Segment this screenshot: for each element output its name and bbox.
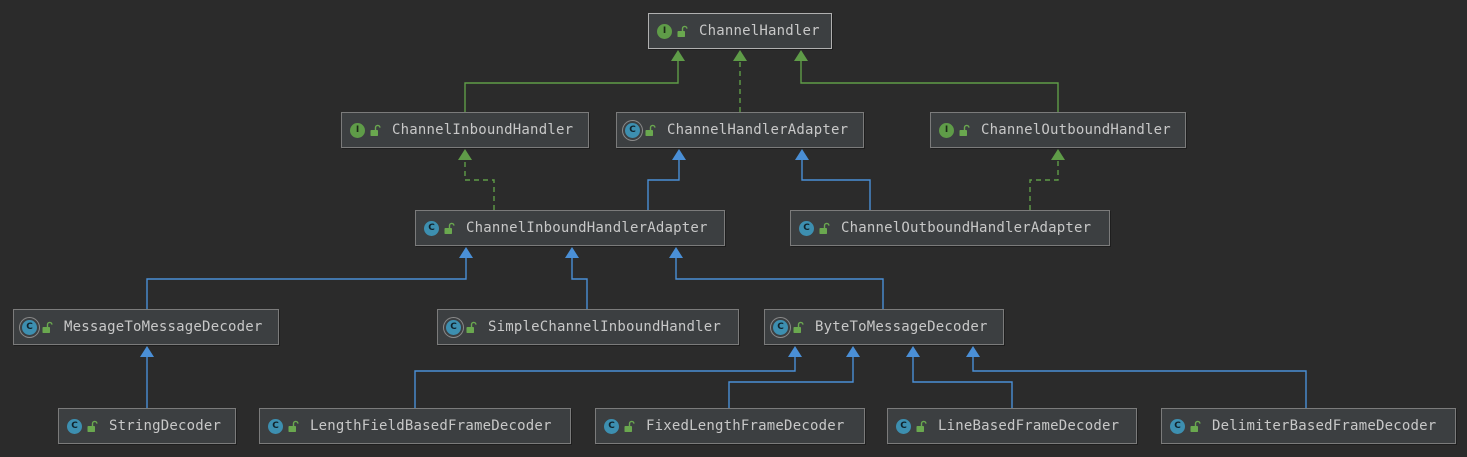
- class-icon: C: [799, 220, 814, 236]
- arrowhead-icon: [140, 346, 154, 357]
- arrowhead-icon: [906, 346, 920, 357]
- edge-message-to-message-decoder-to-channel-inbound-handler-adapter: [146, 258, 467, 309]
- edge-delimiter-based-frame-decoder-to-byte-to-message-decoder: [972, 357, 1307, 408]
- node-label: SimpleChannelInboundHandler: [488, 319, 721, 335]
- public-lock-icon: [819, 222, 830, 234]
- arrowhead-icon: [458, 149, 472, 160]
- node-delimiter-based-frame-decoder[interactable]: C DelimiterBasedFrameDecoder: [1161, 408, 1456, 444]
- node-message-to-message-decoder[interactable]: C MessageToMessageDecoder: [13, 309, 279, 345]
- public-lock-icon: [1190, 420, 1201, 432]
- arrowhead-icon: [794, 50, 808, 61]
- arrowhead-icon: [459, 247, 473, 258]
- class-icon: C: [424, 220, 439, 236]
- node-label: FixedLengthFrameDecoder: [646, 418, 845, 434]
- arrowhead-icon: [795, 149, 809, 160]
- edge-line-based-frame-decoder-to-byte-to-message-decoder: [912, 357, 1013, 408]
- node-label: ChannelInboundHandler: [392, 122, 574, 138]
- node-channel-handler[interactable]: I ChannelHandler: [648, 13, 832, 49]
- class-icon: C: [896, 418, 911, 434]
- node-simple-channel-inbound-handler[interactable]: C SimpleChannelInboundHandler: [437, 309, 739, 345]
- public-lock-icon: [645, 124, 656, 136]
- node-line-based-frame-decoder[interactable]: C LineBasedFrameDecoder: [887, 408, 1137, 444]
- interface-icon: I: [939, 122, 954, 138]
- public-lock-icon: [370, 124, 381, 136]
- public-lock-icon: [87, 420, 98, 432]
- arrowhead-icon: [733, 50, 747, 61]
- node-label: ChannelInboundHandlerAdapter: [466, 220, 708, 236]
- node-string-decoder[interactable]: C StringDecoder: [58, 408, 236, 444]
- node-channel-inbound-handler[interactable]: I ChannelInboundHandler: [341, 112, 589, 148]
- arrowhead-icon: [966, 346, 980, 357]
- public-lock-icon: [677, 25, 688, 37]
- node-byte-to-message-decoder[interactable]: C ByteToMessageDecoder: [764, 309, 1004, 345]
- abstract-class-icon: C: [625, 122, 640, 138]
- node-channel-outbound-handler[interactable]: I ChannelOutboundHandler: [930, 112, 1186, 148]
- edge-channel-inbound-handler-to-channel-handler: [464, 61, 679, 112]
- node-label: ByteToMessageDecoder: [815, 319, 988, 335]
- arrowhead-icon: [669, 247, 683, 258]
- edge-channel-outbound-handler-adapter-to-channel-handler-adapter: [801, 160, 871, 210]
- public-lock-icon: [624, 420, 635, 432]
- public-lock-icon: [42, 321, 53, 333]
- abstract-class-icon: C: [22, 319, 37, 335]
- edge-channel-inbound-handler-adapter-to-channel-inbound-handler: [464, 160, 495, 210]
- public-lock-icon: [793, 321, 804, 333]
- node-channel-inbound-handler-adapter[interactable]: C ChannelInboundHandlerAdapter: [415, 210, 725, 246]
- node-channel-handler-adapter[interactable]: C ChannelHandlerAdapter: [616, 112, 864, 148]
- node-label: ChannelHandler: [699, 23, 820, 39]
- class-icon: C: [1170, 418, 1185, 434]
- arrowhead-icon: [846, 346, 860, 357]
- edge-channel-outbound-handler-adapter-to-channel-outbound-handler: [1029, 160, 1059, 210]
- public-lock-icon: [959, 124, 970, 136]
- edge-simple-channel-inbound-handler-to-channel-inbound-handler-adapter: [571, 258, 588, 309]
- public-lock-icon: [916, 420, 927, 432]
- node-label: LineBasedFrameDecoder: [938, 418, 1120, 434]
- public-lock-icon: [288, 420, 299, 432]
- arrowhead-icon: [565, 247, 579, 258]
- arrowhead-icon: [672, 149, 686, 160]
- node-label: DelimiterBasedFrameDecoder: [1212, 418, 1437, 434]
- node-label: LengthFieldBasedFrameDecoder: [310, 418, 552, 434]
- node-length-field-based-frame-decoder[interactable]: C LengthFieldBasedFrameDecoder: [259, 408, 571, 444]
- node-fixed-length-frame-decoder[interactable]: C FixedLengthFrameDecoder: [595, 408, 865, 444]
- edge-channel-outbound-handler-to-channel-handler: [800, 61, 1059, 112]
- node-label: ChannelOutboundHandlerAdapter: [841, 220, 1092, 236]
- node-channel-outbound-handler-adapter[interactable]: C ChannelOutboundHandlerAdapter: [790, 210, 1110, 246]
- arrowhead-icon: [788, 346, 802, 357]
- edge-byte-to-message-decoder-to-channel-inbound-handler-adapter: [675, 258, 884, 309]
- node-label: StringDecoder: [109, 418, 222, 434]
- node-label: MessageToMessageDecoder: [64, 319, 263, 335]
- abstract-class-icon: C: [446, 319, 461, 335]
- arrowhead-icon: [1051, 149, 1065, 160]
- interface-icon: I: [657, 23, 672, 39]
- edge-fixed-length-frame-decoder-to-byte-to-message-decoder: [728, 357, 854, 408]
- public-lock-icon: [466, 321, 477, 333]
- class-icon: C: [604, 418, 619, 434]
- edge-length-field-based-frame-decoder-to-byte-to-message-decoder: [414, 357, 796, 408]
- abstract-class-icon: C: [773, 319, 788, 335]
- edge-channel-inbound-handler-adapter-to-channel-handler-adapter: [647, 160, 680, 210]
- interface-icon: I: [350, 122, 365, 138]
- node-label: ChannelOutboundHandler: [981, 122, 1171, 138]
- class-icon: C: [268, 418, 283, 434]
- node-label: ChannelHandlerAdapter: [667, 122, 849, 138]
- class-icon: C: [67, 418, 82, 434]
- arrowhead-icon: [671, 50, 685, 61]
- public-lock-icon: [444, 222, 455, 234]
